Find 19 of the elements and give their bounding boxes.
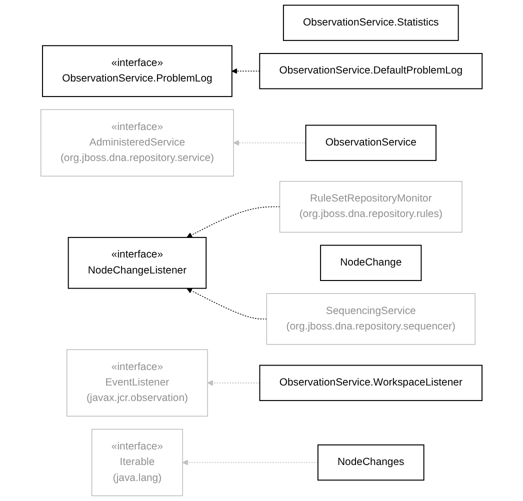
node-box: ObservationService.Statistics xyxy=(282,4,459,41)
arrow xyxy=(186,206,280,238)
node-box: ObservationService xyxy=(305,124,436,161)
node-box: «interface» ObservationService.ProblemLog xyxy=(42,45,232,98)
node-box: «interface» NodeChangeListener xyxy=(68,236,207,289)
node-box: NodeChanges xyxy=(317,444,424,481)
node-box: NodeChange xyxy=(320,244,422,281)
arrow xyxy=(186,288,268,320)
node-box: SequencingService (org.jboss.dna.repository.sequencer) xyxy=(266,293,476,345)
node-box: «interface» Iterable (java.lang) xyxy=(92,428,183,496)
arrow xyxy=(233,140,306,146)
node-box: ObservationService.WorkspaceListener xyxy=(259,364,482,402)
arrow xyxy=(207,380,260,386)
arrow xyxy=(232,68,260,74)
node-box: «interface» AdministeredService (org.jboss.dna.repository.service) xyxy=(40,109,234,176)
node-box: ObservationService.DefaultProblemLog xyxy=(259,53,483,90)
arrow xyxy=(182,460,318,466)
node-box: «interface» EventListener (javax.jcr.observation) xyxy=(66,349,208,417)
node-box: RuleSetRepositoryMonitor (org.jboss.dna.repository.rules) xyxy=(279,181,462,233)
